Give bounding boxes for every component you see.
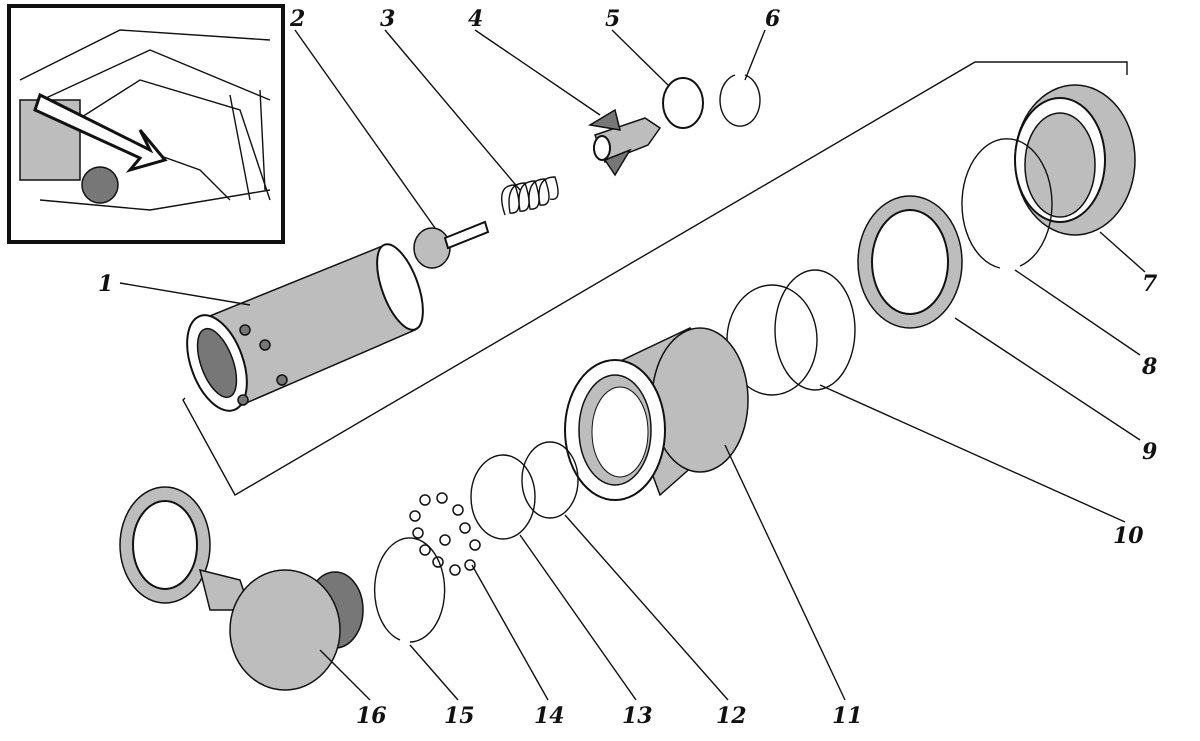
part-14-balls [409,492,481,576]
leader-lines [119,29,1146,701]
label-4: 4 [468,6,483,32]
label-6: 6 [765,6,780,32]
assembly-bracket-line [182,61,1128,496]
part-12-seal [521,441,579,519]
location-inset [7,4,285,244]
part-7-threaded-ring [1014,84,1136,236]
label-5: 5 [605,6,620,32]
arrow-icon [33,92,168,173]
part-13-ring [470,454,536,540]
part-5-ring [662,77,704,129]
part-1-housing [186,243,424,412]
label-12: 12 [716,703,747,729]
part-6-circlip [719,74,761,127]
label-11: 11 [832,703,863,729]
label-2: 2 [289,6,305,32]
label-7: 7 [1142,271,1158,297]
label-8: 8 [1141,354,1157,380]
label-16: 16 [356,703,387,729]
part-15-circlip [373,537,446,643]
part-16-dust-cap [119,486,364,691]
label-15: 15 [444,703,475,729]
part-4-guide [587,108,662,177]
part-8-split-ring [961,138,1053,269]
label-14: 14 [534,703,565,729]
part-3-spring [501,176,559,216]
part-9-washer [857,195,963,329]
part-2-valve [413,220,490,269]
label-1: 1 [98,271,113,297]
part-11-knurled-sleeve [564,327,749,501]
label-3: 3 [380,6,395,32]
label-10: 10 [1113,523,1144,549]
label-9: 9 [1142,439,1157,465]
part-10-ring-b [774,269,856,391]
label-13: 13 [622,703,653,729]
